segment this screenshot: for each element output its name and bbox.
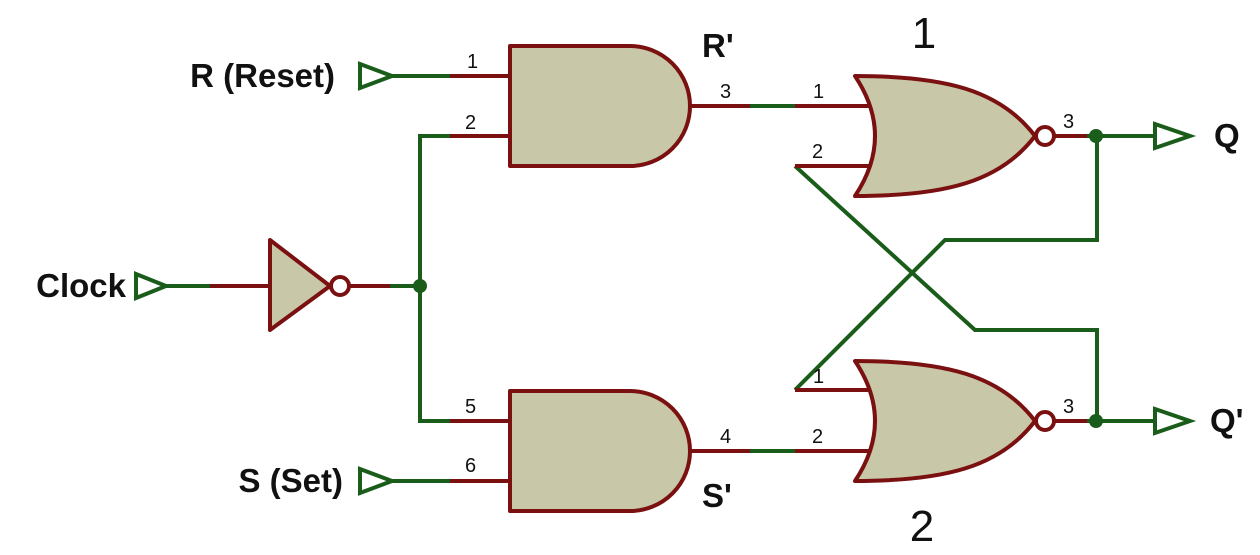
- clock-bus-wire: [418, 134, 450, 423]
- nor-top-bubble: [1034, 125, 1056, 147]
- pin-number: 1: [467, 51, 478, 73]
- clock-label: Clock: [36, 267, 127, 304]
- pin-number: 2: [812, 141, 823, 163]
- q-label: Q: [1214, 117, 1240, 154]
- pin-number: 3: [1063, 396, 1074, 418]
- q-junction: [1089, 129, 1103, 143]
- nor-gate-bottom-body: [853, 359, 1037, 483]
- nor-gate-top: [795, 74, 1087, 198]
- s-prime-label: S': [702, 477, 732, 514]
- set-label: S (Set): [238, 462, 343, 499]
- not-gate-bubble: [329, 275, 351, 297]
- and-gate-top: [450, 44, 750, 168]
- pin-number: 1: [813, 366, 824, 388]
- and-gate-top-body: [508, 44, 692, 168]
- q-bar-junction: [1089, 414, 1103, 428]
- pin-number: 1: [813, 81, 824, 103]
- nor-bottom-number: 2: [910, 502, 934, 551]
- pin-number: 3: [1063, 111, 1074, 133]
- not-gate-body: [268, 238, 332, 332]
- nor-gate-bottom: [795, 359, 1087, 483]
- reset-label: R (Reset): [190, 57, 335, 94]
- pin-number: 2: [465, 112, 476, 134]
- reset-input-terminal: [358, 61, 398, 91]
- set-input-terminal: [358, 466, 398, 496]
- clock-input-terminal: [134, 271, 172, 301]
- nor-gate-top-body: [853, 74, 1037, 198]
- nor-bottom-bubble: [1034, 410, 1056, 432]
- not-gate: [210, 238, 390, 332]
- pin-number: 6: [465, 455, 476, 477]
- q-bar-label: Q': [1210, 402, 1244, 439]
- q-output-terminal: [1153, 121, 1197, 151]
- r-prime-label: R': [702, 27, 734, 64]
- pin-number: 2: [812, 426, 823, 448]
- pin-number: 4: [720, 426, 731, 448]
- and-gate-bottom: [450, 389, 750, 513]
- clock-junction: [413, 279, 427, 293]
- pin-number: 5: [465, 396, 476, 418]
- and-gate-bottom-body: [508, 389, 692, 513]
- q-bar-output-terminal: [1153, 406, 1197, 436]
- pin-number: 3: [720, 81, 731, 103]
- nor-top-number: 1: [912, 9, 936, 58]
